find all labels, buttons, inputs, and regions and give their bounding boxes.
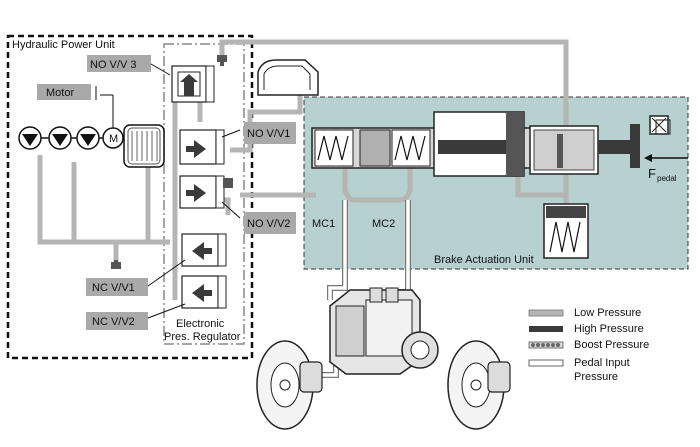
label-hydraulic-power-unit: Hydraulic Power Unit [12,39,115,51]
valve-no-vv3 [171,65,215,103]
legend-label-low: Low Pressure [574,307,641,319]
valve-nc-vv2 [181,275,227,309]
label-brake-actuation-unit: Brake Actuation Unit [434,254,534,266]
legend-label-boost: Boost Pressure [574,339,649,351]
label-f: F [648,166,656,181]
legend-label-pedal: Pedal Input [574,357,630,369]
label-nc-vv1: NC V/V1 [92,282,135,294]
legend [528,309,564,367]
label-pres-regulator: Pres. Regulator [164,331,241,343]
label-mc1: MC1 [312,218,335,230]
valve-no-vv2 [179,175,225,209]
pedal-simulator [543,203,589,259]
valve-nc-vv1 [181,233,227,267]
label-no-vv3: NO V/V 3 [90,59,136,71]
accumulator [123,124,165,168]
legend-label-high: High Pressure [574,323,644,335]
legend-swatch-low [528,309,564,317]
legend-swatch-boost [528,341,564,349]
valve-no-vv1 [179,129,225,165]
pedal-force-arrow [644,154,688,162]
brake-disc-left [256,340,323,430]
label-box-motor [37,84,97,100]
label-electronic: Electronic [176,318,225,330]
legend-swatch-pedal [528,359,564,367]
label-box-nc-vv1 [86,259,186,296]
label-mc2: MC2 [372,218,395,230]
label-pedal: pedal [657,174,677,183]
label-box-no-vv3 [87,55,171,76]
legend-label-pedal-2: Pressure [574,371,618,383]
label-motor: Motor [46,87,74,99]
label-motor-symbol: M [109,133,118,145]
pedal-sensor [649,115,671,135]
label-nc-vv2: NC V/V2 [92,316,135,328]
label-no-vv2: NO V/V2 [247,218,290,230]
low-pressure-lines [37,39,569,300]
label-box-no-vv1 [221,122,296,144]
reservoir [257,59,319,96]
pressure-sensor-icons [111,55,233,269]
label-box-nc-vv2 [86,303,186,330]
brake-disc-right [447,340,511,430]
legend-swatch-high [529,326,563,332]
abs-modulator [329,287,439,375]
master-cylinder [311,111,640,177]
label-box-no-vv2 [221,201,296,234]
label-no-vv1: NO V/V1 [247,128,290,140]
